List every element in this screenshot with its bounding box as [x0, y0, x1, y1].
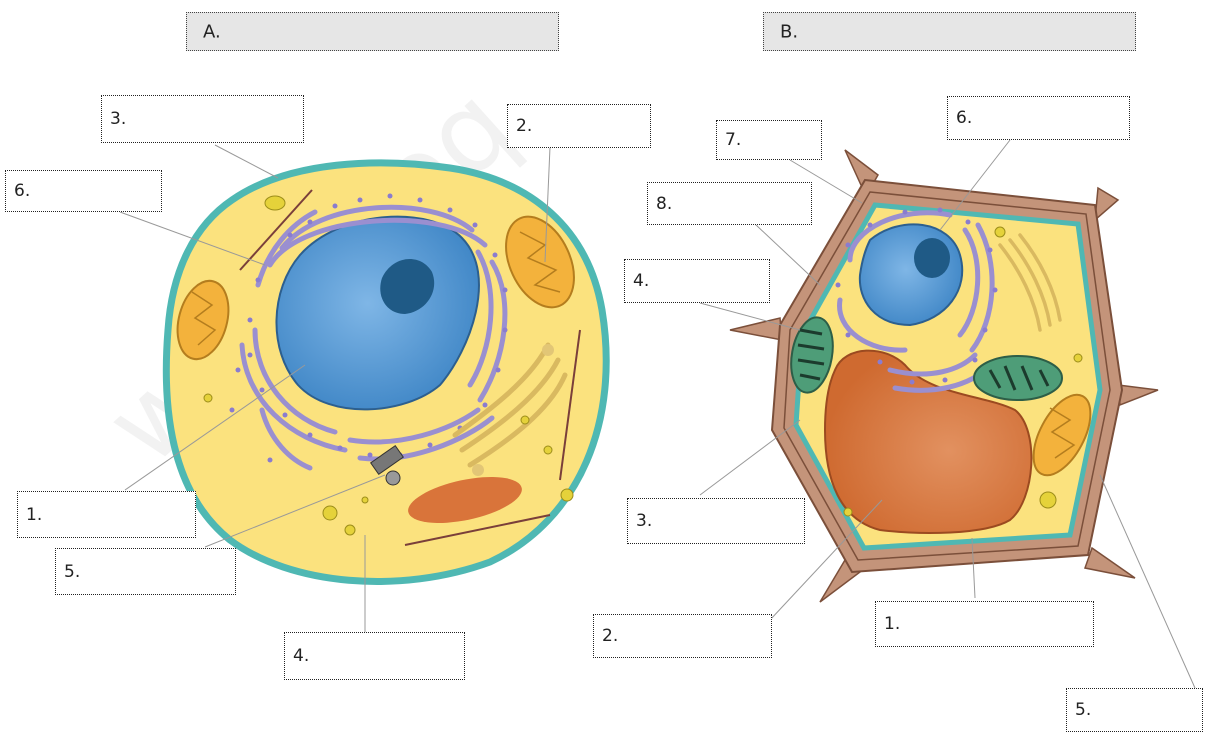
- plant-answer-box-3[interactable]: 3.: [627, 498, 805, 544]
- plant-answer-box-5[interactable]: 5.: [1066, 688, 1203, 732]
- animal-answer-box-2[interactable]: 2.: [507, 104, 651, 148]
- plant-answer-box-2[interactable]: 2.: [593, 614, 772, 658]
- header-a-label: A.: [203, 21, 221, 42]
- plant-label-8: 8.: [656, 194, 672, 214]
- plant-answer-box-7[interactable]: 7.: [716, 120, 822, 160]
- animal-answer-box-6[interactable]: 6.: [5, 170, 162, 212]
- animal-answer-box-5[interactable]: 5.: [55, 548, 236, 595]
- plant-answer-box-4[interactable]: 4.: [624, 259, 770, 303]
- animal-label-3: 3.: [110, 109, 126, 129]
- animal-label-5: 5.: [64, 562, 80, 582]
- plant-chloroplast-right: [974, 356, 1062, 400]
- animal-answer-box-4[interactable]: 4.: [284, 632, 465, 680]
- plant-label-3: 3.: [636, 511, 652, 531]
- animal-label-1: 1.: [26, 505, 42, 525]
- plant-label-4: 4.: [633, 271, 649, 291]
- plant-label-5: 5.: [1075, 700, 1091, 720]
- plant-answer-box-1[interactable]: 1.: [875, 601, 1094, 647]
- plant-label-1: 1.: [884, 614, 900, 634]
- animal-cell: [166, 163, 606, 582]
- plant-label-6: 6.: [956, 108, 972, 128]
- header-b[interactable]: B.: [763, 12, 1136, 51]
- plant-answer-box-6[interactable]: 6.: [947, 96, 1130, 140]
- animal-answer-box-1[interactable]: 1.: [17, 491, 196, 538]
- animal-label-2: 2.: [516, 116, 532, 136]
- animal-label-4: 4.: [293, 646, 309, 666]
- plant-label-2: 2.: [602, 626, 618, 646]
- header-b-label: B.: [780, 21, 798, 42]
- header-a[interactable]: A.: [186, 12, 559, 51]
- plant-label-7: 7.: [725, 130, 741, 150]
- plant-answer-box-8[interactable]: 8.: [647, 182, 812, 225]
- plant-nucleolus: [914, 238, 950, 278]
- animal-answer-box-3[interactable]: 3.: [101, 95, 304, 143]
- animal-label-6: 6.: [14, 181, 30, 201]
